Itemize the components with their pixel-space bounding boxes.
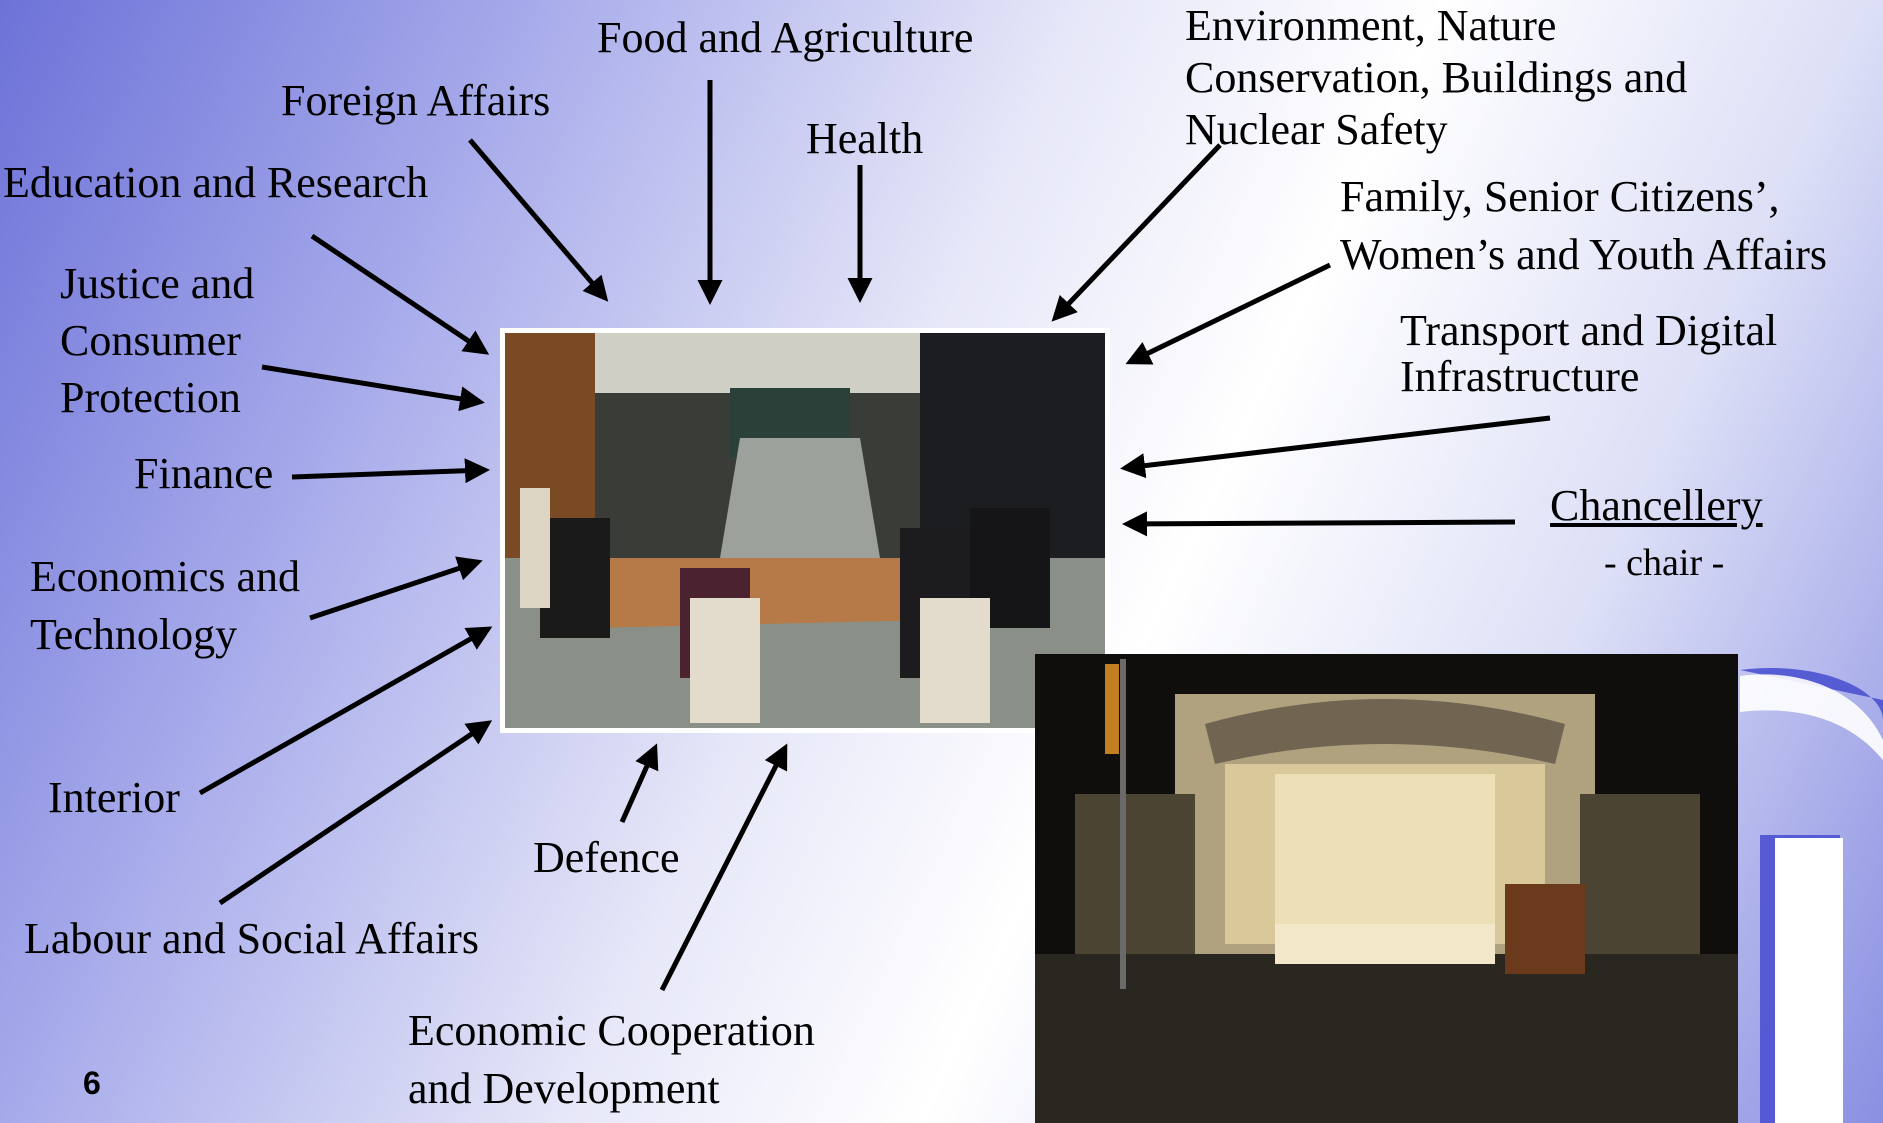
label-family: Family, Senior Citizens’, Women’s and Yo…	[1340, 168, 1827, 284]
chancellery-building-photo	[1035, 654, 1738, 1123]
label-transport-line-2: Infrastructure	[1400, 352, 1640, 401]
label-environment-line-1: Environment, Nature	[1185, 1, 1557, 50]
label-cooperation-line-1: Economic Cooperation	[408, 1006, 815, 1055]
label-education-research: Education and Research	[3, 158, 429, 207]
slide-number: 6	[83, 1065, 101, 1101]
arrow-chancellery	[1122, 511, 1516, 537]
arrow-cooperation	[659, 743, 788, 992]
label-environment-line-2: Conservation, Buildings and	[1185, 53, 1688, 102]
arrow-education	[310, 233, 490, 355]
arrow-defence	[619, 743, 659, 824]
label-labour-social-affairs: Labour and Social Affairs	[24, 914, 479, 963]
label-justice-line-2: Consumer	[60, 316, 241, 365]
arrow-foreign	[468, 138, 609, 302]
arrow-economics	[309, 556, 483, 621]
label-foreign-affairs: Foreign Affairs	[281, 76, 551, 125]
label-environment-line-3: Nuclear Safety	[1185, 105, 1448, 154]
label-economics-line-1: Economics and	[30, 552, 301, 601]
label-transport: Transport and Digital Infrastructure	[1400, 308, 1777, 400]
arrow-transport	[1120, 415, 1551, 479]
label-economics-technology: Economics and Technology	[30, 548, 300, 664]
label-economic-cooperation: Economic Cooperation and Development	[408, 1002, 815, 1118]
label-family-line-1: Family, Senior Citizens’,	[1340, 172, 1780, 221]
arrow-labour	[218, 720, 493, 906]
label-justice-line-3: Protection	[60, 373, 241, 422]
label-chancellery: Chancellery	[1550, 481, 1763, 530]
label-health: Health	[806, 114, 924, 163]
arrow-justice	[261, 364, 485, 412]
arrow-interior	[198, 626, 493, 796]
label-justice: Justice and Consumer Protection	[60, 255, 254, 426]
label-environment: Environment, Nature Conservation, Buildi…	[1185, 0, 1687, 156]
label-economics-line-2: Technology	[30, 610, 238, 659]
label-justice-line-1: Justice and	[60, 259, 255, 308]
cabinet-meeting-photo	[500, 328, 1110, 733]
label-interior: Interior	[48, 773, 180, 822]
arrow-finance	[291, 458, 490, 484]
label-finance: Finance	[134, 449, 274, 498]
label-transport-line-1: Transport and Digital	[1400, 306, 1778, 355]
arrow-environment	[1051, 143, 1222, 322]
label-family-line-2: Women’s and Youth Affairs	[1340, 230, 1827, 279]
arrow-family	[1125, 262, 1332, 365]
label-cooperation-line-2: and Development	[408, 1064, 720, 1113]
label-food-agriculture: Food and Agriculture	[597, 13, 974, 62]
label-defence: Defence	[533, 833, 680, 882]
label-chancellery-role: - chair -	[1604, 542, 1725, 584]
